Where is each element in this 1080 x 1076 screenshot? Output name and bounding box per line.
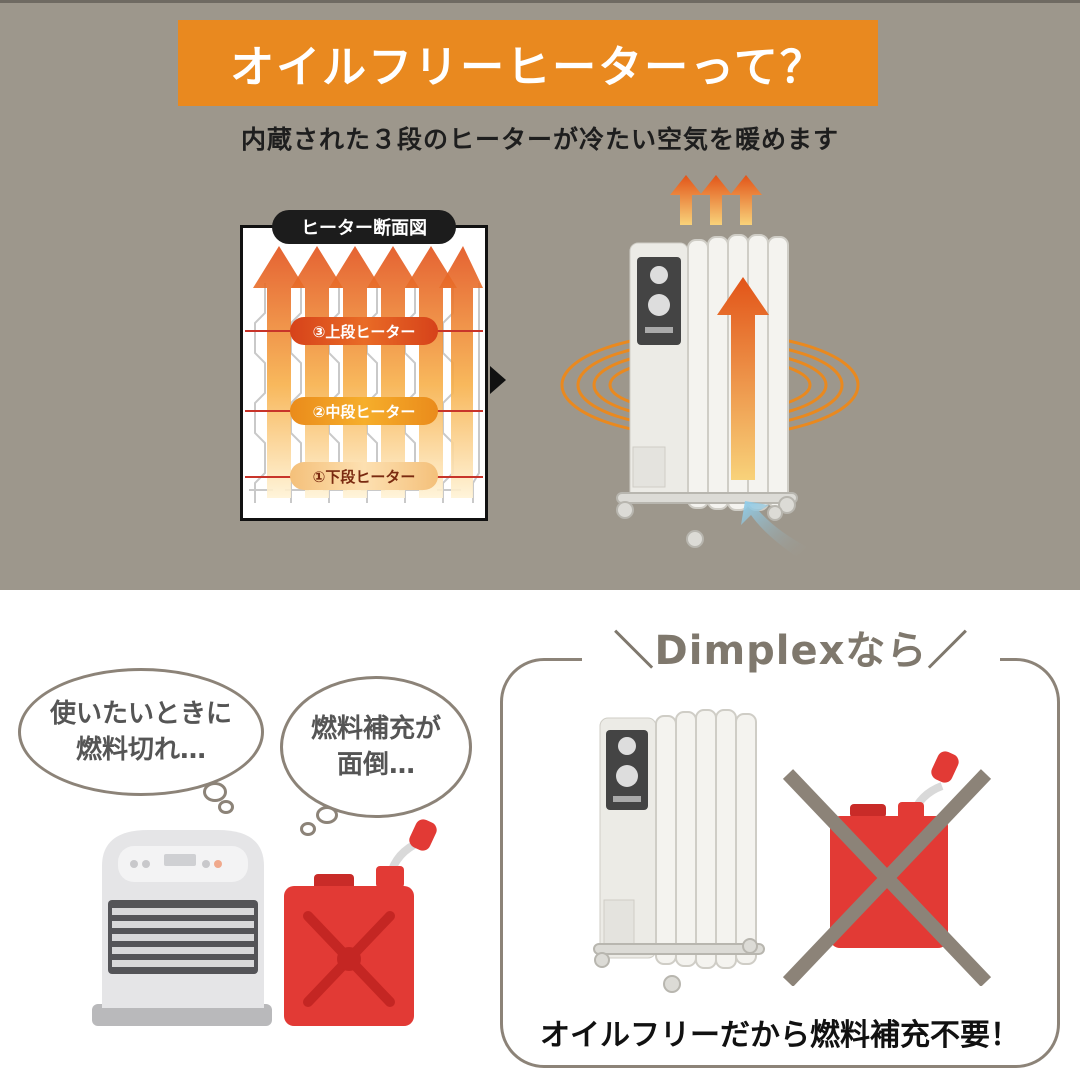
thought-dot: [300, 822, 316, 836]
thought-bubble-out-of-fuel: 使いたいときに 燃料切れ…: [18, 668, 264, 796]
oil-free-heater-illustration: [560, 175, 860, 557]
lower-heater-label: ①下段ヒーター: [290, 462, 438, 490]
bubble-text-line: 面倒…: [336, 750, 415, 780]
cross-section-diagram: [240, 225, 488, 521]
thought-bubble-refill-hassle: 燃料補充が 面倒…: [280, 676, 472, 818]
thought-dot: [316, 806, 338, 824]
crossed-out-fuel-tank: [782, 751, 992, 986]
title-banner: オイルフリーヒーターって？: [178, 20, 878, 106]
page-title: オイルフリーヒーターって？: [230, 42, 826, 93]
upper-heater-label: ③上段ヒーター: [290, 317, 438, 345]
bubble-text-line: 燃料補充が: [310, 714, 441, 744]
thought-dot: [203, 782, 227, 802]
dimplex-heater-illustration: [593, 709, 765, 993]
pointer-arrow-icon: [490, 366, 506, 394]
dimplex-title: ＼Dimplexなら／: [613, 628, 969, 674]
fuel-tank-illustration: [284, 819, 437, 1026]
dimplex-footer-text: オイルフリーだから燃料補充不要！: [540, 1018, 1020, 1053]
title-mask: [582, 640, 1000, 680]
top-border: [0, 0, 1080, 3]
bubble-text-line: 使いたいときに: [49, 699, 232, 729]
cross-section-label: ヒーター断面図: [272, 210, 456, 244]
kerosene-fan-heater-illustration: [92, 830, 272, 1026]
cross-icon: [782, 769, 992, 986]
bubble-text-line: 燃料切れ…: [75, 735, 206, 765]
subtitle: 内蔵された３段のヒーターが冷たい空気を暖めます: [240, 125, 839, 154]
thought-dot: [218, 800, 234, 814]
middle-heater-label: ②中段ヒーター: [290, 397, 438, 425]
